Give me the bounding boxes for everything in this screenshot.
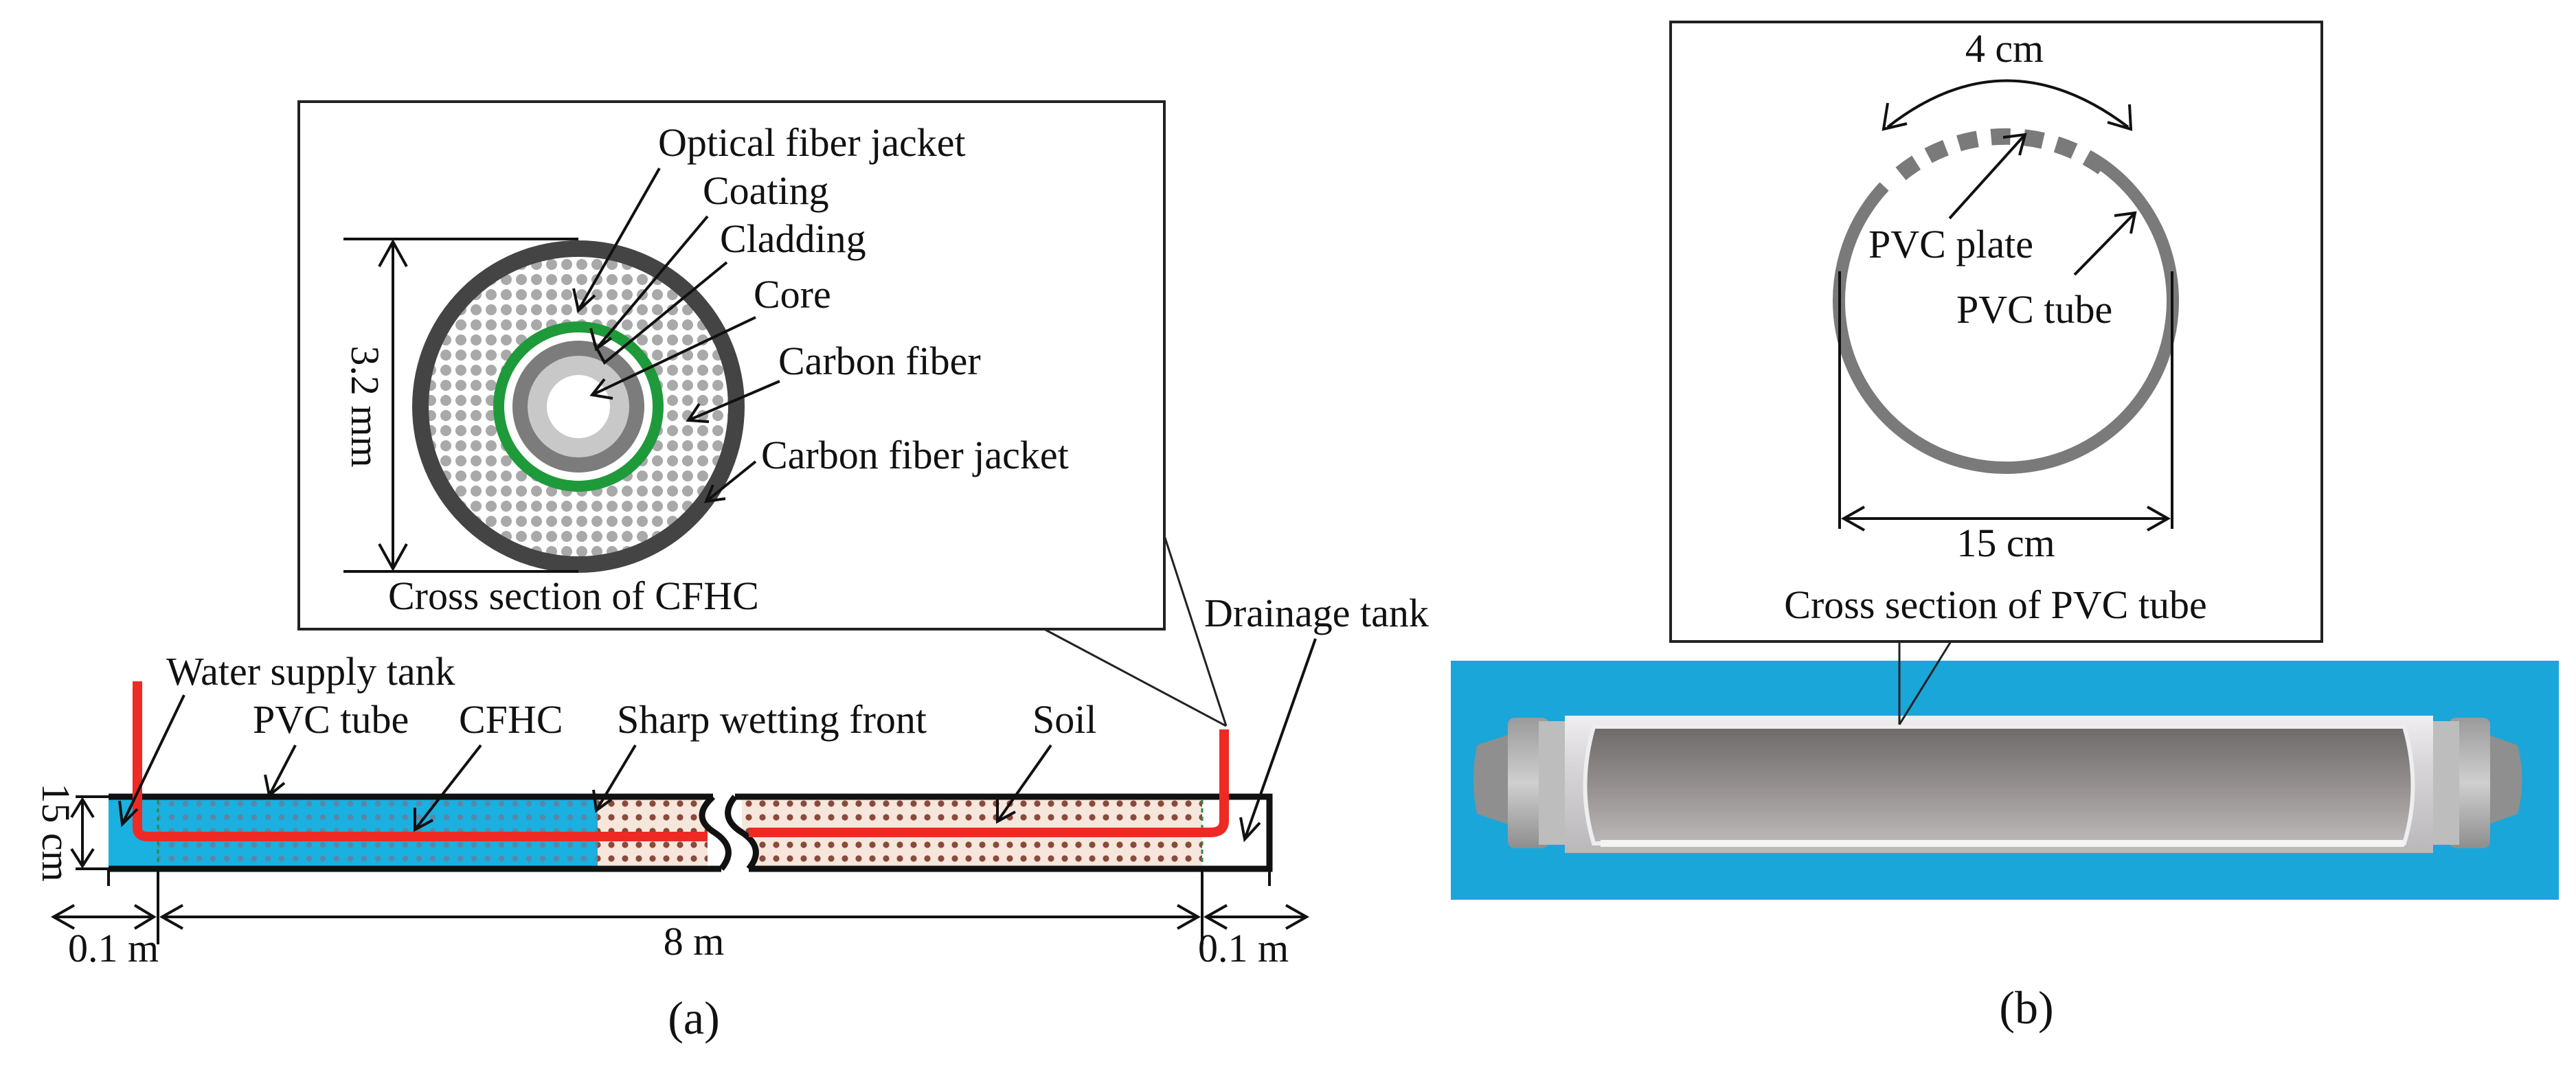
label-carbon-fiber-jacket: Carbon fiber jacket (761, 433, 1069, 477)
arc-dimension (1882, 79, 2133, 131)
pvc-inset-callout-line-2 (1898, 641, 1952, 725)
column-length-label: 8 m (664, 919, 725, 964)
inset-callout-line (1043, 628, 1227, 727)
label-sharp-wetting-front: Sharp wetting front (617, 697, 927, 742)
column-tube (109, 790, 1273, 876)
label-drainage-tank: Drainage tank (1204, 591, 1429, 635)
inset-leader-arrows (572, 168, 780, 503)
label-coating: Coating (703, 168, 829, 213)
height-dimension (70, 795, 109, 870)
label-cladding: Cladding (720, 216, 866, 261)
right-tank-length-label: 0.1 m (1198, 926, 1289, 970)
pvc-inset-frame (1669, 21, 2323, 643)
pvc-tube-photo (1473, 716, 2522, 853)
cfhc-cross-section (412, 240, 745, 573)
length-dimensions (50, 869, 1310, 944)
cfhc-inset-title: Cross section of CFHC (388, 573, 759, 618)
panel-a: 3.2 mm Optical fiber jacket Coating Clad… (34, 100, 1429, 1044)
height-label: 15 cm (34, 783, 78, 881)
panel-b-caption: (b) (1999, 981, 2053, 1034)
cfhc-cable (133, 681, 1229, 841)
cfhc-diameter-label: 3.2 mm (343, 345, 387, 467)
label-cfhc: CFHC (459, 697, 563, 742)
label-pvc-tube: PVC tube (253, 697, 409, 742)
pvc-leader-arrows (1948, 133, 2137, 276)
label-pvc-plate: PVC plate (1868, 222, 2033, 266)
panel-b: 4 cm 15 cm PVC plate PVC tube Cross sect… (1451, 21, 2559, 1034)
pvc-diameter-dimension (1838, 271, 2173, 532)
inset-callout-line-2 (1163, 535, 1228, 727)
arc-label: 4 cm (1965, 26, 2044, 71)
tube-leader-arrows (118, 638, 1317, 843)
label-carbon-fiber: Carbon fiber (778, 339, 981, 383)
panel-a-caption: (a) (668, 992, 719, 1044)
label-soil: Soil (1032, 697, 1097, 742)
label-optical-fiber-jacket: Optical fiber jacket (658, 120, 966, 165)
cfhc-diameter-dimension (343, 238, 578, 573)
label-water-supply-tank: Water supply tank (166, 649, 455, 694)
left-tank-length-label: 0.1 m (68, 926, 159, 970)
label-core: Core (754, 272, 831, 317)
label-pvc-tube-inset: PVC tube (1956, 287, 2112, 332)
pvc-diameter-label: 15 cm (1956, 521, 2055, 565)
pvc-inset-title: Cross section of PVC tube (1784, 582, 2206, 627)
